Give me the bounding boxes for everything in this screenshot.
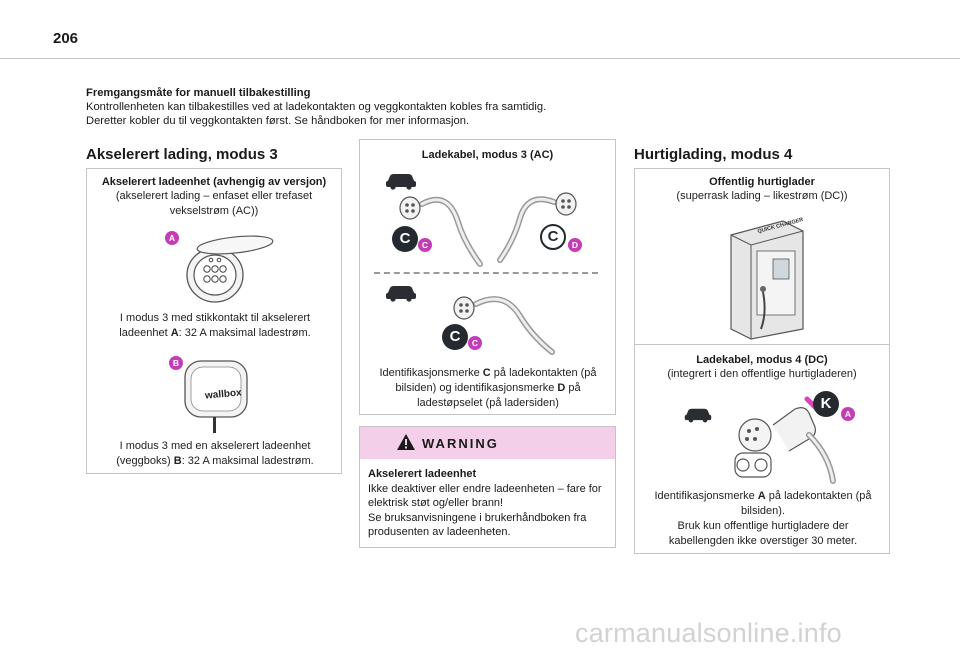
badge-d: D [568,238,582,252]
dc-text-post: på ladekontakten (på bilsiden). [740,490,872,517]
page-number: 206 [53,30,79,47]
dc-text-marker: A [757,490,766,502]
intro-section: Fremgangsmåte for manuell tilbakestillin… [86,86,646,128]
mode3-cable-box: Ladekabel, modus 3 (AC) C C C D [359,139,616,415]
public-charger-title: Offentlig hurtiglader [709,176,815,188]
warning-icon [397,434,415,450]
marker-identification-text: Identifikasjonsmerke C på ladekontakten … [374,366,602,411]
heading-fast-charging: Hurtiglading, modus 4 [634,146,793,163]
intro-line-2: Deretter kobler du til veggkontakten før… [86,115,470,127]
wallbox-text-post: : 32 A maksimal ladestrøm. [181,455,314,467]
public-fast-charger-box: Offentlig hurtiglader (superrask lading … [634,168,890,352]
warning-text-2: Se bruksanvisningene i brukerhåndboken f… [368,511,587,539]
public-charger-subtitle: (superrask lading – likestrøm (DC)) [676,190,848,202]
dc-text-pre: Identifikasjonsmerke [654,490,758,502]
mode4-cable-title: Ladekabel, modus 4 (DC) [696,354,828,366]
intro-title: Fremgangsmåte for manuell tilbakestillin… [86,87,311,99]
marker-text-pre: Identifikasjonsmerke [379,367,483,379]
mode4-cable-box: Ladekabel, modus 4 (DC) (integrert i den… [634,344,890,554]
warning-box: WARNING Akselerert ladeenhet Ikke deakti… [359,426,616,548]
badge-a: A [165,231,179,245]
marker-k-dark: K [813,391,839,417]
marker-c-outline: C [540,224,566,250]
badge-c: C [418,238,432,252]
marker-text-mid: på ladekontakten (på bilsiden) og identi… [395,367,597,394]
mode3-cable-title: Ladekabel, modus 3 (AC) [421,149,554,161]
header-divider [0,58,960,59]
warning-body: Akselerert ladeenhet Ikke deaktiver elle… [368,467,608,540]
wallbox-mode3-text: I modus 3 med en akselerert ladeenhet (v… [101,439,329,469]
marker-text-c: C [482,367,491,379]
socket-mode3-text: I modus 3 med stikkontakt til akselerert… [101,311,329,341]
vehicle-socket-illustration [186,235,274,303]
socket-text-post: : 32 A maksimal ladestrøm. [178,327,311,339]
dc-connector-illustration [734,396,836,484]
socket-text-pre: I modus 3 med stikkontakt til akselerert… [119,312,311,339]
marker-text-post: på ladestøpselet (på ladersiden) [417,382,581,409]
marker-c-dark: C [392,226,418,252]
marker-c-dark-lower: C [442,324,468,350]
marker-text-d: D [557,382,566,394]
warning-text: Ikke deaktiver eller endre ladeenheten –… [368,482,602,510]
quick-charger-illustration [730,220,804,340]
badge-c-lower: C [468,336,482,350]
connector-c-lower-illustration [453,296,555,355]
badge-b: B [169,356,183,370]
wallbox-text-marker: B [173,455,182,467]
wallbox-illustration [184,360,248,433]
wallbox-text-pre: I modus 3 med en akselerert ladeenhet (v… [116,440,311,467]
mode4-cable-subtitle: (integrert i den offentlige hurtigladere… [667,368,857,380]
car-icon-lower [386,286,416,302]
socket-text-marker: A [170,327,179,339]
accelerated-charger-subtitle: (akselerert lading – enfaset eller trefa… [115,190,313,217]
watermark: carmanualsonline.info [575,618,842,648]
heading-accelerated-charging: Akselerert lading, modus 3 [86,146,278,163]
connector-c-illustration [399,196,483,267]
warning-subtitle: Akselerert ladeenhet [368,468,477,480]
dc-marker-text: Identifikasjonsmerke A på ladekontakten … [645,489,881,549]
connector-d-illustration [497,192,577,263]
badge-a-dc: A [841,407,855,421]
dc-marker-line2: Bruk kun offentlige hurtigladere der kab… [668,520,858,547]
warning-title: WARNING [422,436,499,451]
car-icon [386,174,416,190]
accelerated-charger-box: Akselerert ladeenhet (avhengig av versjo… [86,168,342,474]
car-icon-dc [684,408,712,423]
dashed-divider [374,272,598,274]
intro-line-1: Kontrollenheten kan tilbakestilles ved a… [86,101,547,113]
dc-marker-line1: Identifikasjonsmerke A på ladekontakten … [645,489,881,519]
accelerated-charger-title: Akselerert ladeenhet (avhengig av versjo… [101,176,327,188]
